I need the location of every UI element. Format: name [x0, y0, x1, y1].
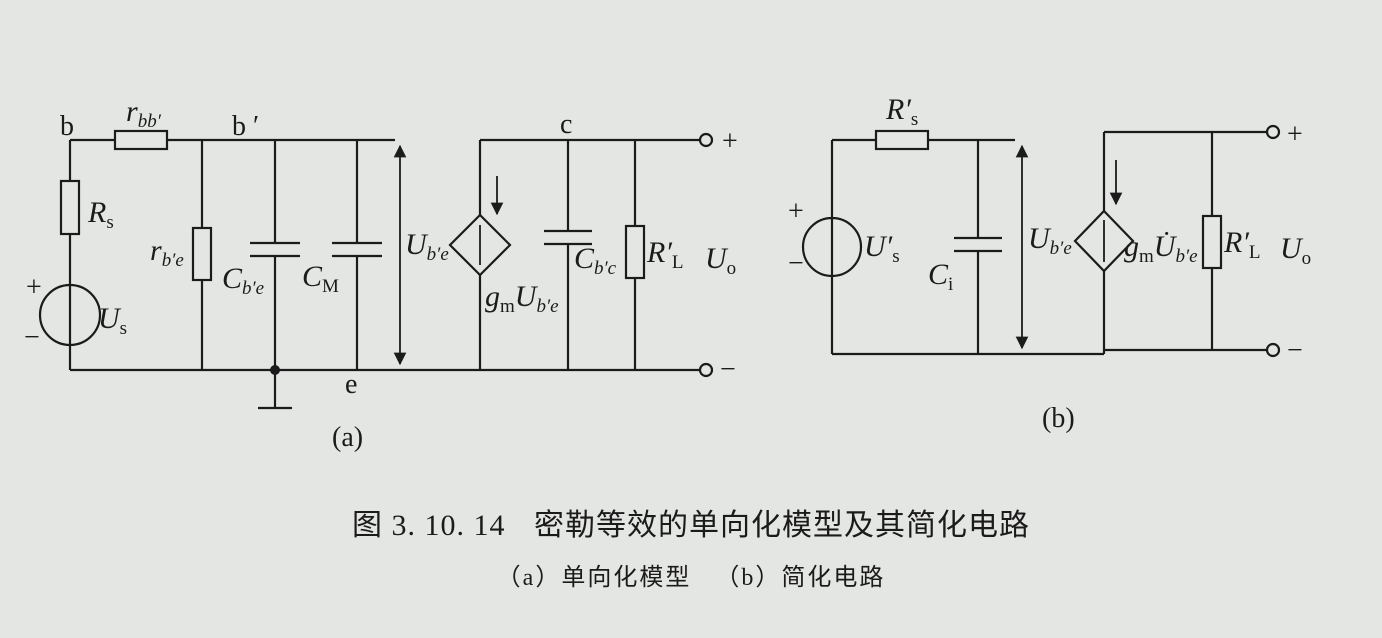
gm-label-b: gmU̇b′e [1124, 230, 1198, 267]
rbb-label: rbb′ [126, 95, 162, 132]
ground-icon [258, 370, 292, 410]
out-minus-label: − [720, 354, 736, 385]
out-minus-label-b: − [1287, 335, 1303, 366]
rs-prime-label: R′s [885, 93, 918, 130]
source-minus-label-b: − [788, 248, 804, 279]
rl-resistor [624, 224, 646, 280]
out-plus-label-b: + [1287, 119, 1303, 150]
rl-label-b: R′L [1223, 226, 1261, 263]
subcaption-b: （b）简化电路 [715, 565, 886, 591]
circuit-a: b b ′ c e + − + − Rs Us rbb′ rb′e Cb′e C… [24, 95, 738, 453]
output-terminal-minus-b [1265, 342, 1281, 358]
cbc-label: Cb′c [574, 242, 617, 279]
ci-label: Ci [928, 258, 953, 295]
rbb-resistor [113, 129, 169, 151]
circuit-b: + − + − R′s U′s Ci Ub′e gmU̇b′e R′L Uo (… [788, 93, 1311, 434]
panel-a-label: (a) [332, 422, 363, 453]
us-prime-label: U′s [864, 230, 900, 267]
rbe-resistor [191, 226, 213, 282]
us-label: Us [98, 302, 127, 339]
node-e-label: e [345, 369, 357, 400]
panel-b-label: (b) [1042, 403, 1075, 434]
uo-label-b: Uo [1280, 232, 1311, 269]
subcaption-a: （a）单向化模型 [496, 565, 692, 591]
wire-top-left-a [68, 138, 395, 180]
source-minus-label: − [24, 322, 40, 353]
ube-label-b: Ub′e [1028, 222, 1072, 259]
rs-label: Rs [87, 196, 114, 233]
uo-label: Uo [705, 242, 736, 279]
output-terminal-plus-b [1265, 124, 1281, 140]
cm-label: CM [302, 260, 339, 297]
output-terminal-minus [698, 362, 714, 378]
figure-caption: 图 3. 10. 14 密勒等效的单向化模型及其简化电路 [0, 500, 1382, 544]
figure-title: 密勒等效的单向化模型及其简化电路 [534, 509, 1030, 542]
node-b-label: b [60, 111, 74, 142]
node-c-label: c [560, 109, 572, 140]
rl-resistor-b [1201, 214, 1223, 270]
rs-prime-resistor [874, 129, 930, 151]
rbe-label: rb′e [150, 234, 184, 271]
source-plus-label-b: + [788, 196, 804, 227]
gm-label: gmUb′e [485, 280, 559, 317]
out-plus-label: + [722, 126, 738, 157]
node-b-prime-label: b ′ [232, 111, 259, 142]
rs-resistor [59, 179, 81, 236]
wire-bottom-b [832, 348, 1267, 356]
cbe-label: Cb′e [222, 262, 264, 299]
controlled-current-source [448, 213, 512, 277]
source-plus-label: + [26, 272, 42, 303]
ube-label: Ub′e [405, 228, 449, 265]
controlled-current-source-b [1073, 209, 1135, 273]
rl-label: R′L [646, 236, 684, 273]
figure-number: 图 3. 10. 14 [352, 509, 506, 542]
output-terminal-plus [698, 132, 714, 148]
figure-subcaption: （a）单向化模型 （b）简化电路 [0, 557, 1382, 592]
